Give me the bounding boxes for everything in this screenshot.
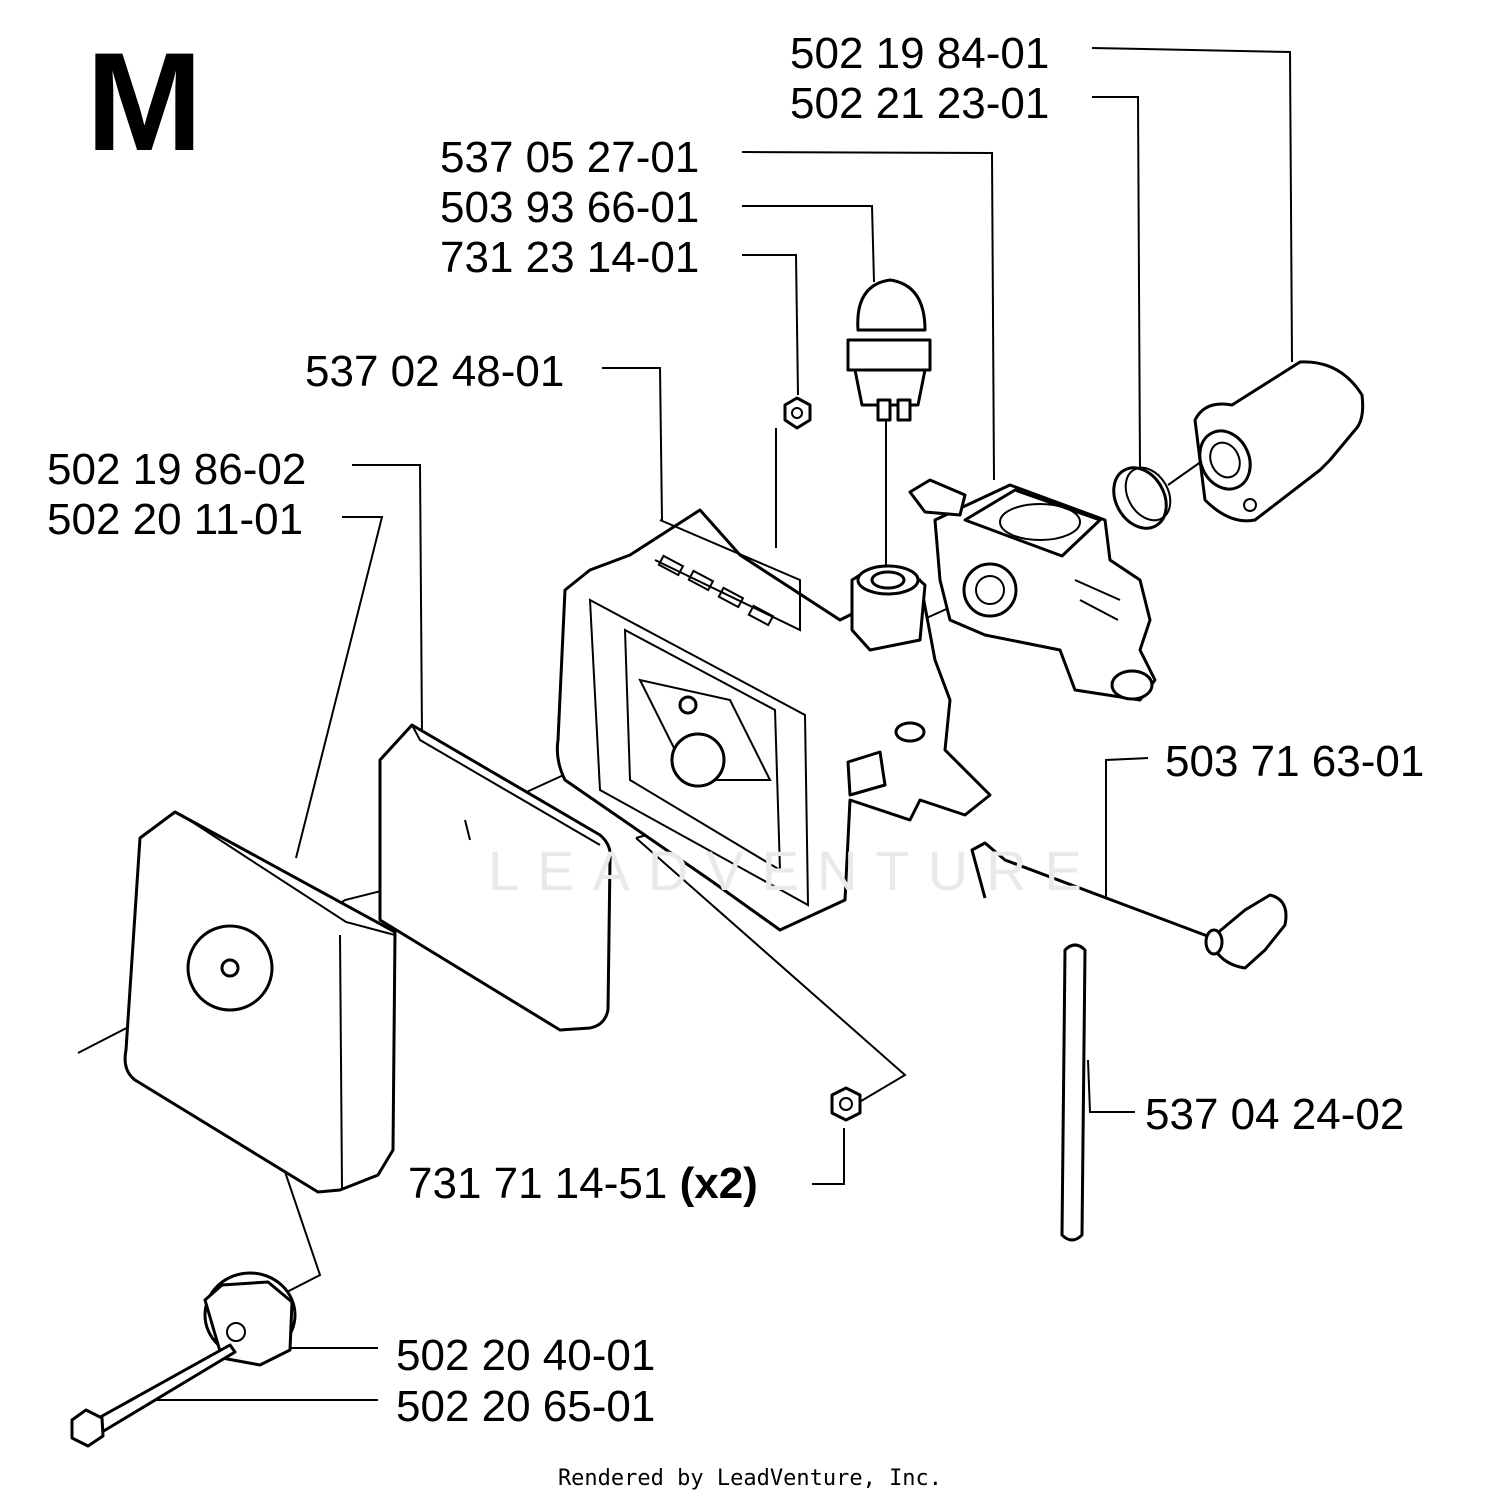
part-number-filter-cover-b[interactable]: 502 20 11-01	[47, 495, 304, 544]
intake-elbow	[1193, 360, 1365, 523]
section-letter: M	[86, 23, 203, 180]
air-filter-holder	[555, 508, 992, 932]
nut-x2	[830, 1086, 862, 1122]
part-number-intake-elbow[interactable]: 502 19 84-01	[790, 29, 1050, 78]
intake-ring	[1112, 466, 1172, 530]
knob	[203, 1271, 297, 1367]
part-number-nut-x2-code: 731 71 14-51	[408, 1159, 668, 1208]
leader-primer-bulb	[742, 205, 875, 283]
part-number-knob[interactable]: 502 20 40-01	[396, 1331, 656, 1380]
part-number-filter-cover-a[interactable]: 502 19 86-02	[47, 445, 307, 494]
part-number-nut-x2[interactable]: 731 71 14-51 (x2)	[408, 1162, 758, 1206]
primer-bulb	[846, 278, 932, 422]
part-number-carburetor[interactable]: 537 05 27-01	[440, 133, 700, 182]
filter-cover-outer	[123, 810, 397, 1194]
leader-fuel-hose	[1087, 1059, 1135, 1113]
leader-carburetor	[741, 151, 995, 481]
axis-nut-x2-v	[635, 837, 907, 1111]
part-number-fuel-hose[interactable]: 537 04 24-02	[1145, 1090, 1405, 1139]
choke-rod	[970, 841, 1288, 970]
part-number-primer-bulb[interactable]: 503 93 66-01	[440, 183, 700, 232]
filter-element	[378, 723, 612, 1032]
credit-line: Rendered by LeadVenture, Inc.	[557, 1466, 943, 1491]
leader-air-filter-holder	[602, 367, 663, 521]
part-number-air-filter-holder[interactable]: 537 02 48-01	[305, 347, 565, 396]
leader-choke-rod	[1105, 757, 1149, 898]
leader-filter-cover-a	[352, 464, 423, 736]
leader-intake-elbow	[1091, 47, 1293, 363]
part-number-screw[interactable]: 502 20 65-01	[396, 1382, 656, 1431]
screw	[70, 1343, 237, 1448]
carburetor	[908, 478, 1157, 702]
leader-filter-cover-b	[295, 516, 384, 859]
part-number-intake-ring[interactable]: 502 21 23-01	[790, 79, 1050, 128]
part-number-choke-rod[interactable]: 503 71 63-01	[1165, 737, 1425, 786]
leader-nut-x2	[812, 1128, 845, 1185]
watermark-text: LEADVENTURE	[488, 839, 1100, 902]
nut-small	[783, 396, 812, 430]
leader-intake-ring	[1092, 96, 1141, 471]
fuel-hose	[1060, 943, 1087, 1242]
quantity-badge: (x2)	[679, 1159, 758, 1208]
part-number-nut-small[interactable]: 731 23 14-01	[440, 233, 700, 282]
leader-nut-small	[742, 254, 799, 396]
